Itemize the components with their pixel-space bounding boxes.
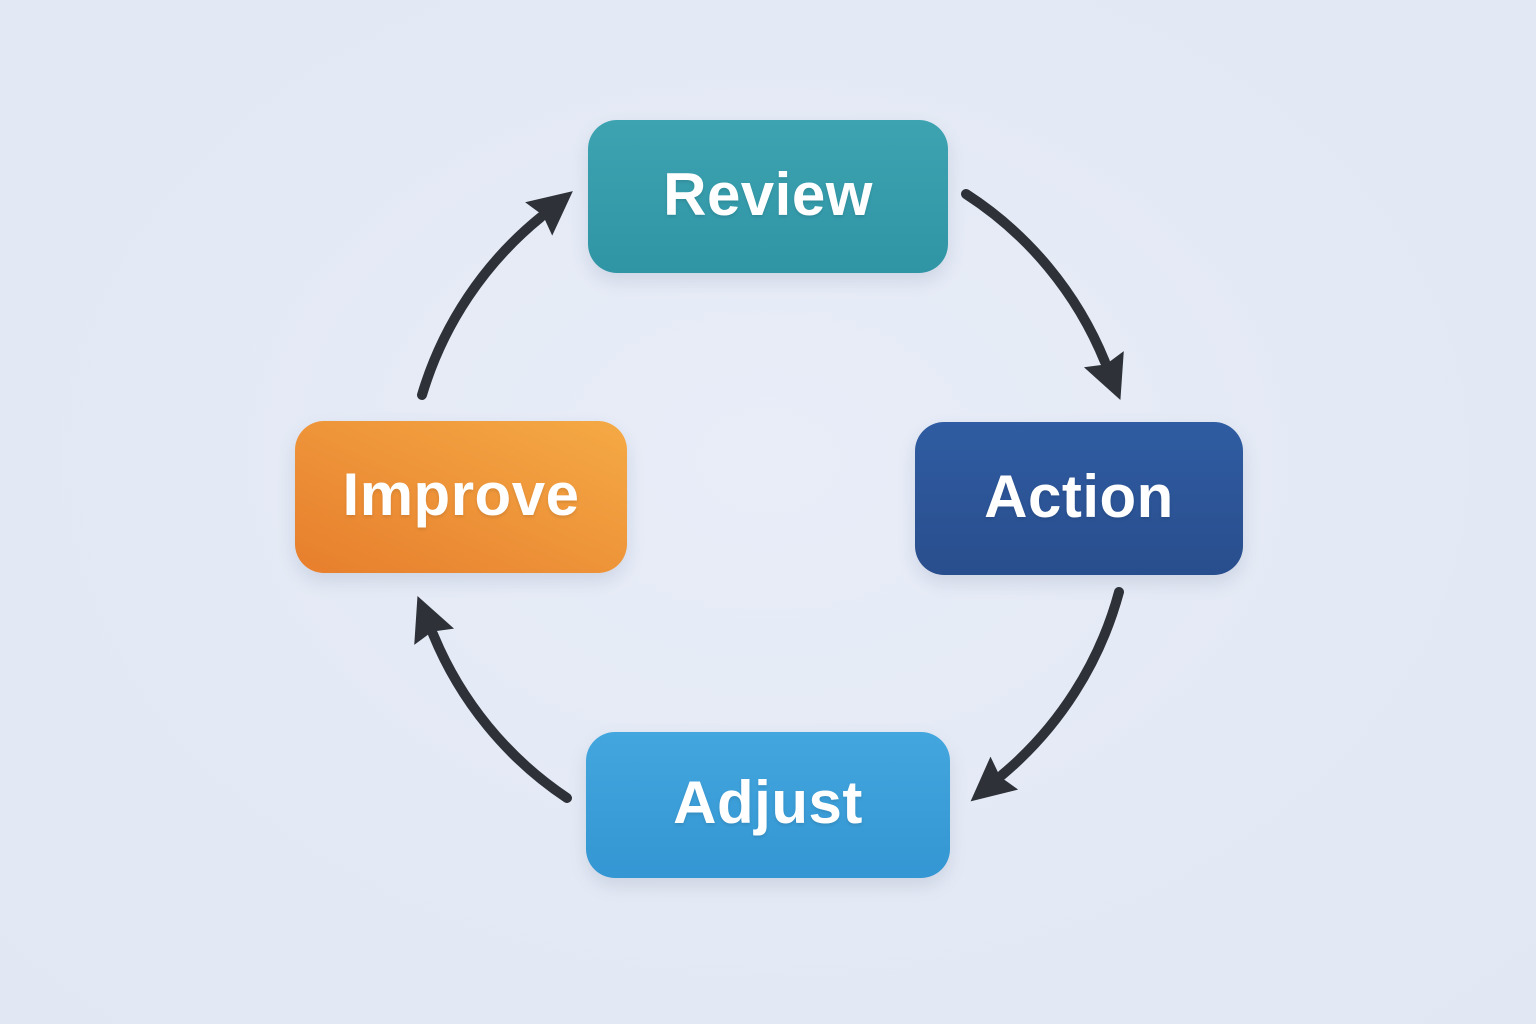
- node-review-label: Review: [663, 160, 873, 228]
- node-action-label: Action: [984, 462, 1174, 530]
- arrow-action-to-adjust: [970, 587, 1124, 802]
- node-review: Review: [588, 120, 948, 273]
- arrow-review-to-action: [961, 189, 1124, 400]
- node-action: Action: [915, 422, 1243, 575]
- node-improve: Improve: [295, 421, 627, 573]
- arrow-adjust-to-improve: [414, 596, 572, 803]
- node-improve-label: Improve: [342, 461, 580, 528]
- arrow-improve-to-review: [417, 191, 573, 400]
- node-adjust-label: Adjust: [673, 769, 863, 836]
- node-adjust: Adjust: [586, 732, 950, 878]
